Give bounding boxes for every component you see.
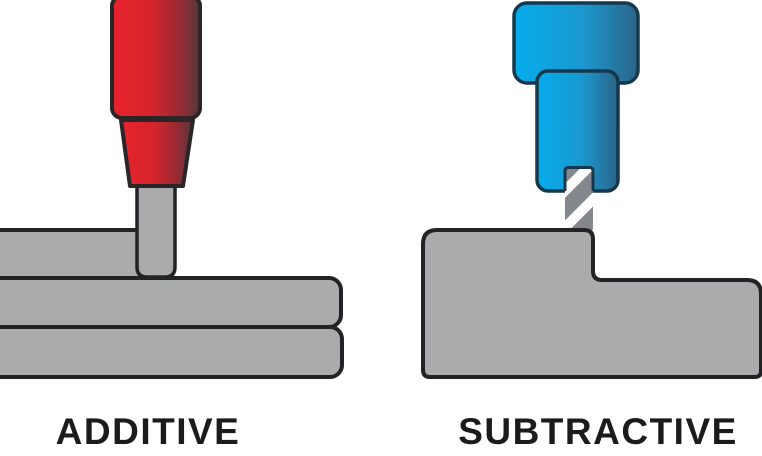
stepped-workpiece xyxy=(421,228,762,379)
collet-notch-outline xyxy=(563,166,595,191)
extruder-nozzle xyxy=(119,118,195,188)
printed-layer-middle xyxy=(0,276,343,329)
additive-figure xyxy=(0,0,344,379)
additive-label: ADDITIVE xyxy=(55,411,241,452)
printed-layer-top-partial xyxy=(0,228,152,280)
extruder-body xyxy=(110,0,202,120)
drill-bit xyxy=(565,167,593,230)
subtractive-figure xyxy=(421,1,762,379)
subtractive-label: SUBTRACTIVE xyxy=(458,411,738,452)
printed-layer-bottom xyxy=(0,325,344,379)
nozzle-tip xyxy=(135,182,177,279)
